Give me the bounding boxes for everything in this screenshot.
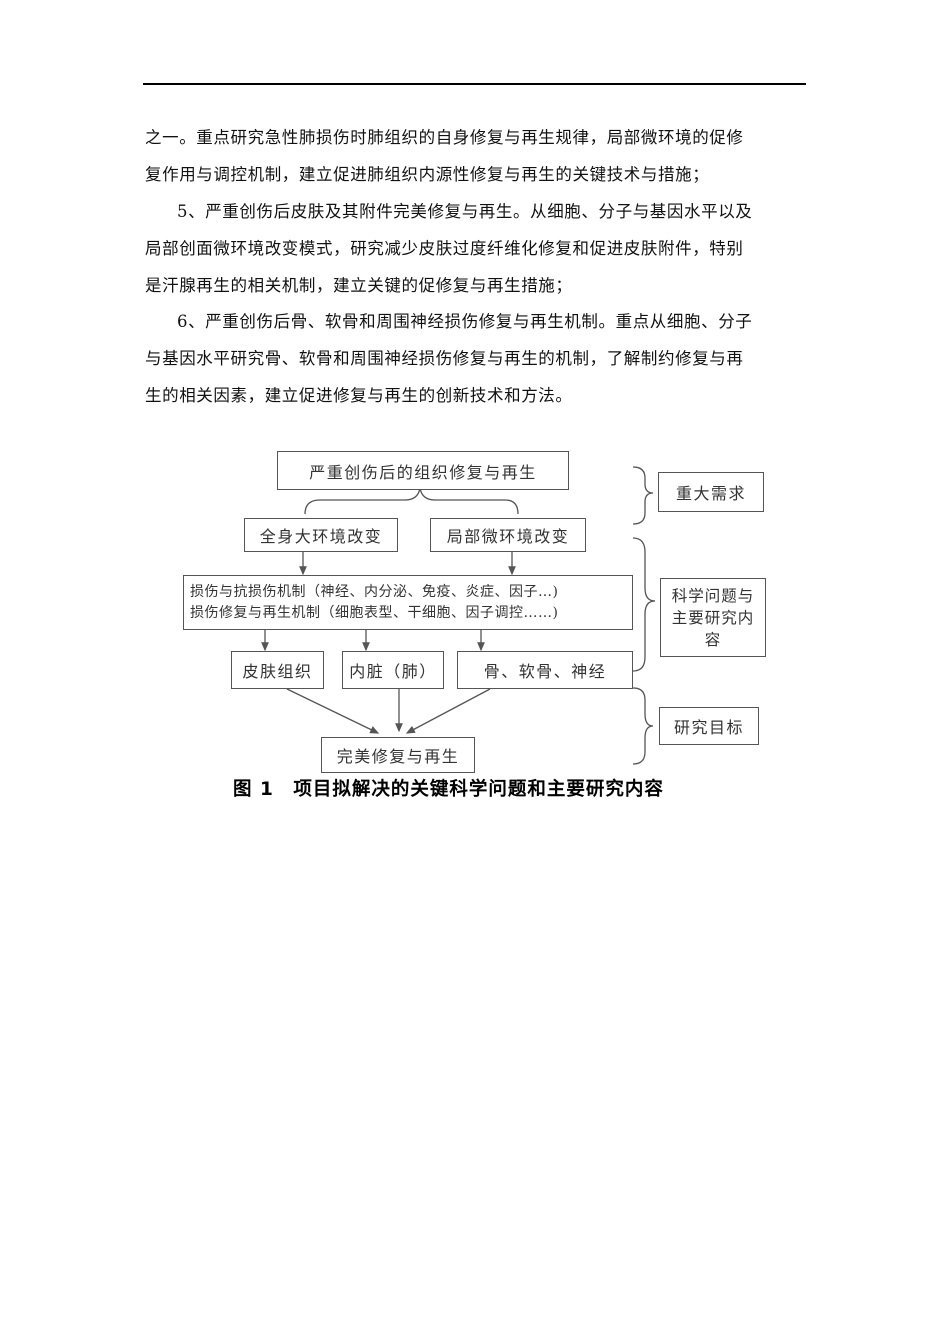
mechanism-line-2: 损伤修复与再生机制（细胞表型、干细胞、因子调控……) [190, 604, 559, 621]
mechanism-line-1: 损伤与抗损伤机制（神经、内分泌、免疫、炎症、因子…) [190, 583, 559, 600]
label-major-need: 重大需求 [658, 472, 764, 512]
paragraph-lung: 之一。重点研究急性肺损伤时肺组织的自身修复与再生规律，局部微环境的促修 复作用与… [145, 119, 805, 193]
top-box-tissue-repair: 严重创伤后的组织修复与再生 [277, 451, 569, 490]
box-bone-cartilage-nerve: 骨、软骨、神经 [457, 651, 633, 689]
box-systemic-environment: 全身大环境改变 [244, 518, 398, 552]
text-line: 生的相关因素，建立促进修复与再生的创新技术和方法。 [145, 386, 573, 405]
text-line: 之一。重点研究急性肺损伤时肺组织的自身修复与再生规律，局部微环境的促修 [145, 128, 744, 147]
box-perfect-repair: 完美修复与再生 [321, 737, 475, 773]
figure-caption: 图 1 项目拟解决的关键科学问题和主要研究内容 [233, 779, 664, 800]
box-internal-organs: 内脏（肺） [342, 651, 444, 689]
box-mechanisms: 损伤与抗损伤机制（神经、内分泌、免疫、炎症、因子…) 损伤修复与再生机制（细胞表… [183, 575, 633, 630]
header-rule [143, 83, 806, 85]
box-skin-tissue: 皮肤组织 [231, 651, 324, 689]
paragraph-item-5: 5、严重创伤后皮肤及其附件完美修复与再生。从细胞、分子与基因水平以及 局部创面微… [145, 193, 805, 304]
label-scientific-questions: 科学问题与 主要研究内 容 [660, 578, 766, 657]
science-label-line-3: 容 [704, 630, 722, 649]
text-line: 与基因水平研究骨、软骨和周围神经损伤修复与再生的机制，了解制约修复与再 [145, 349, 744, 368]
text-line: 局部创面微环境改变模式，研究减少皮肤过度纤维化修复和促进皮肤附件，特别 [145, 239, 744, 258]
diagram-connectors [261, 466, 656, 765]
research-flow-diagram: 严重创伤后的组织修复与再生 全身大环境改变 局部微环境改变 损伤与抗损伤机制（神… [183, 451, 766, 773]
text-line: 是汗腺再生的相关机制，建立关键的促修复与再生措施； [145, 276, 573, 295]
text-line: 复作用与调控机制，建立促进肺组织内源性修复与再生的关键技术与措施； [145, 165, 710, 184]
label-research-target: 研究目标 [659, 707, 759, 745]
paragraph-item-6: 6、严重创伤后骨、软骨和周围神经损伤修复与再生机制。重点从细胞、分子 与基因水平… [145, 303, 805, 414]
box-local-microenvironment: 局部微环境改变 [430, 518, 586, 552]
science-label-line-1: 科学问题与 [671, 586, 755, 605]
text-line: 6、严重创伤后骨、软骨和周围神经损伤修复与再生机制。重点从细胞、分子 [177, 312, 753, 331]
text-line: 5、严重创伤后皮肤及其附件完美修复与再生。从细胞、分子与基因水平以及 [177, 202, 753, 221]
science-label-line-2: 主要研究内 [671, 608, 755, 627]
